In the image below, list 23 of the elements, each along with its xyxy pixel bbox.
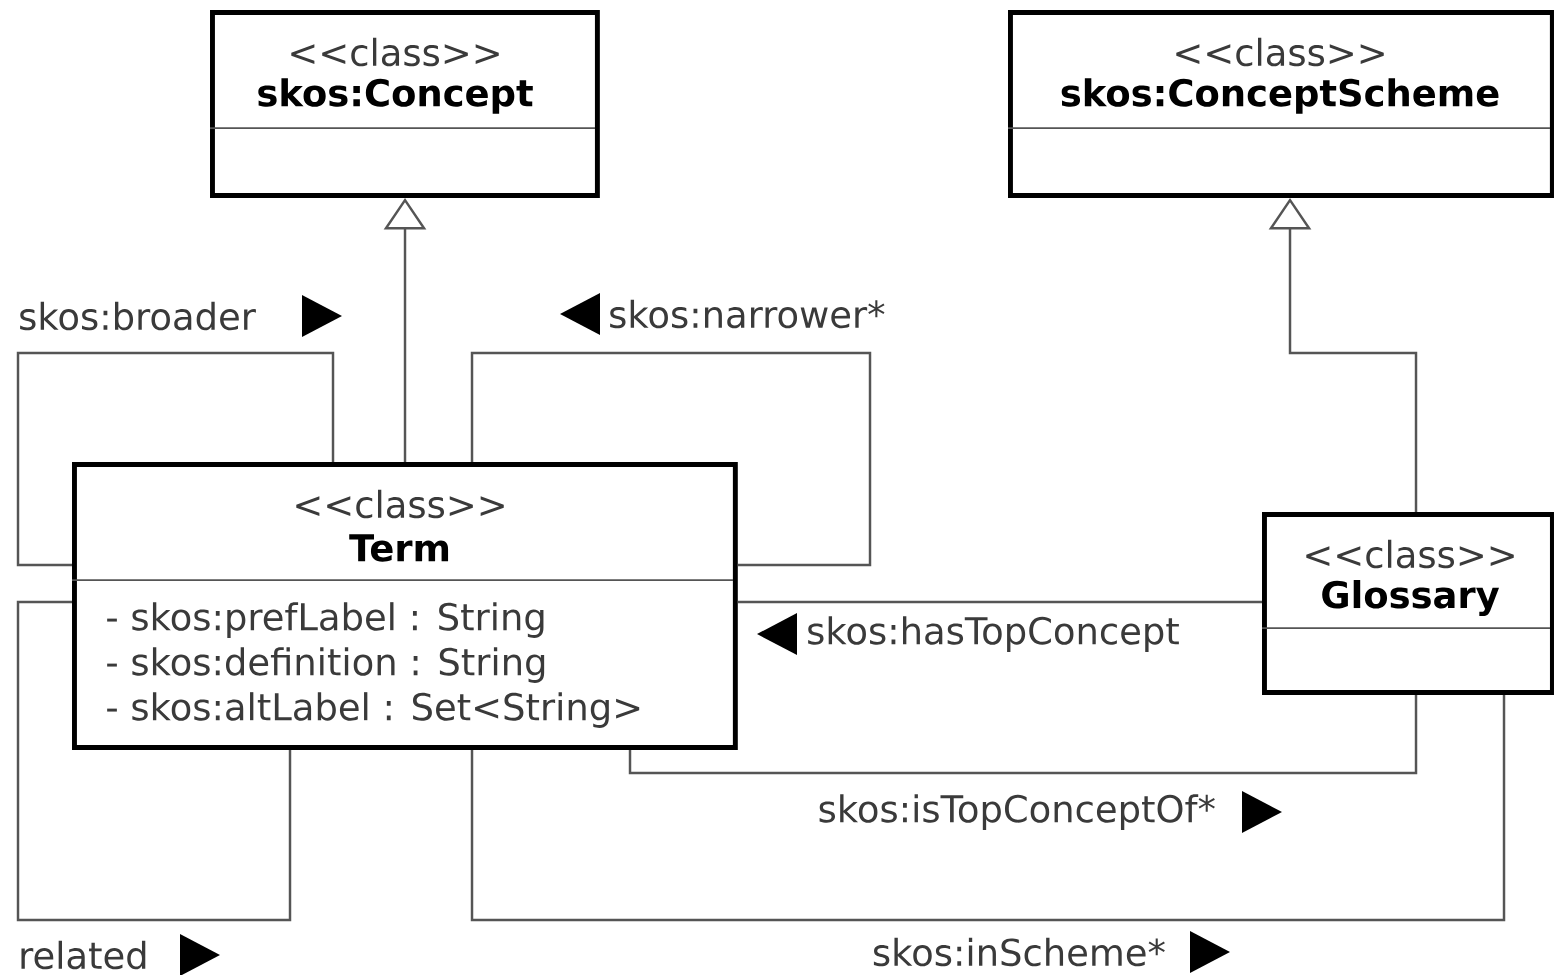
edge-label: skos:broader: [16, 299, 258, 333]
attribute-text: - skos:altLabel : Set<String>: [107, 692, 640, 728]
association-line: [628, 694, 1418, 775]
stereotype-label: <<class>>: [1306, 539, 1514, 569]
attribute-text: - skos:definition : String: [107, 647, 545, 683]
attribute-text: - skos:prefLabel : String: [107, 602, 544, 638]
stereotype-label: <<class>>: [296, 489, 504, 519]
edge-label: related: [16, 939, 151, 972]
class-name: Glossary: [1322, 580, 1500, 616]
class-name: Term: [349, 534, 449, 562]
edge-label: skos:inScheme*: [870, 936, 1168, 969]
class-name: skos:Concept: [258, 78, 533, 114]
edge-label: skos:isTopConceptOf*: [815, 792, 1218, 832]
edge-label: skos:narrower*: [606, 297, 888, 331]
class-name: skos:ConceptScheme: [1061, 78, 1499, 114]
association-line: [16, 351, 335, 567]
association-line: [470, 351, 872, 567]
edge-label: skos:hasTopConcept: [804, 614, 1182, 654]
association-line: [737, 600, 1262, 604]
association-line: [16, 600, 292, 922]
stereotype-label: <<class>>: [291, 37, 499, 67]
stereotype-label: <<class>>: [1176, 37, 1384, 67]
association-line: [470, 694, 1506, 922]
